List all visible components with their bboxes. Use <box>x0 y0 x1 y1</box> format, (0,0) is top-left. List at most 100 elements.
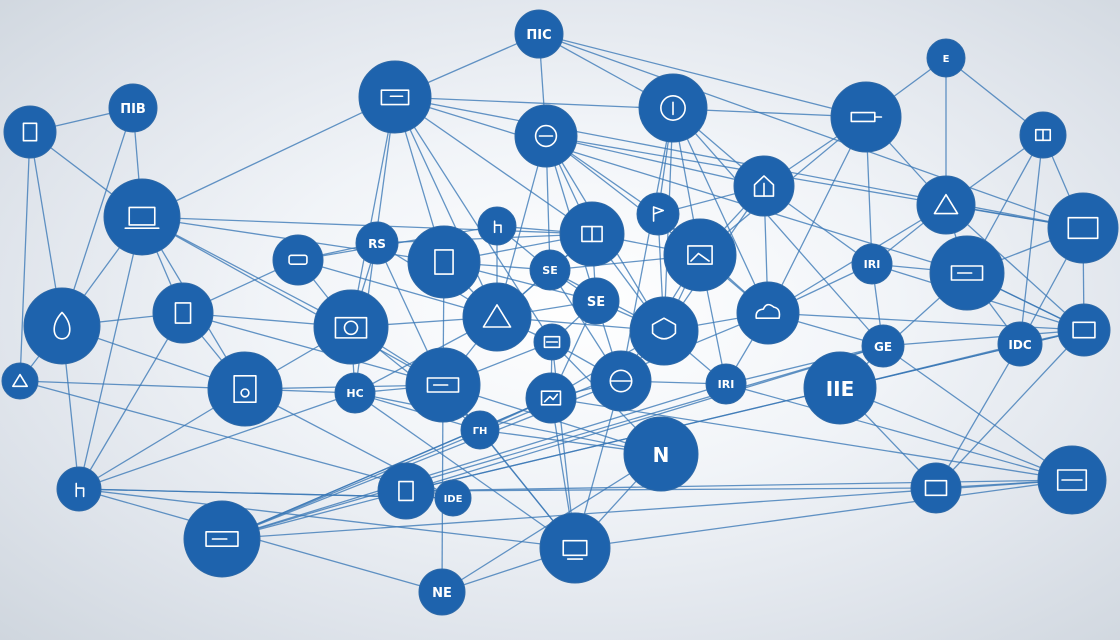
network-node-n14 <box>272 234 324 286</box>
edge-n40-n50 <box>405 345 884 492</box>
edge-n33-n34 <box>19 380 246 390</box>
node-circle <box>830 81 902 153</box>
node-label: IDC <box>1008 338 1031 352</box>
node-label: ΓΗ <box>473 426 488 437</box>
edge-n40-n49 <box>882 345 1073 481</box>
monitor-icon <box>1072 321 1096 339</box>
node-circle <box>377 462 435 520</box>
edge-n02-n10 <box>141 96 396 218</box>
document-grid-icon <box>1034 128 1052 142</box>
robot-face-icon <box>380 89 410 106</box>
network-node-n42 <box>56 466 102 512</box>
edge-n07-n32 <box>1019 134 1044 345</box>
node-label: IDE <box>444 494 463 505</box>
edge-n51-n49 <box>574 479 1073 549</box>
edge-n01-n06 <box>538 33 867 118</box>
shield-icon <box>651 317 677 340</box>
edge-n35-n42 <box>78 392 356 490</box>
network-node-n03 <box>514 104 578 168</box>
network-node-n06 <box>830 81 902 153</box>
network-node-n11 <box>733 155 795 217</box>
node-circle <box>56 466 102 512</box>
node-circle <box>462 282 532 352</box>
network-node-n25 <box>152 282 214 344</box>
network-node-n51 <box>539 512 611 584</box>
node-circle <box>803 351 877 425</box>
pen-icon <box>562 539 588 560</box>
node-circle <box>103 178 181 256</box>
network-node-n49 <box>1037 445 1107 515</box>
network-node-n37 <box>533 323 571 361</box>
node-circle <box>3 105 57 159</box>
cloud-icon <box>755 303 781 320</box>
network-node-n19 <box>636 192 680 236</box>
node-label: SE <box>542 264 557 277</box>
screen-icon <box>543 335 561 349</box>
network-node-n46: N <box>623 416 699 492</box>
network-node-n20 <box>663 218 737 292</box>
network-node-n26 <box>313 289 389 365</box>
node-label: SE <box>587 295 605 310</box>
network-node-n22 <box>929 235 1005 311</box>
house-icon <box>753 175 775 197</box>
node-label: IRI <box>864 258 881 271</box>
node-circle <box>334 372 376 414</box>
node-circle <box>636 192 680 236</box>
edge-n09-n33 <box>19 131 31 382</box>
network-node-n36 <box>405 347 481 423</box>
network-node-n38 <box>590 350 652 412</box>
network-node-n16 <box>407 225 481 299</box>
frame-icon <box>924 479 948 497</box>
network-node-n10 <box>103 178 181 256</box>
network-node-n47 <box>910 462 962 514</box>
network-node-n33 <box>1 362 39 400</box>
node-label: NE <box>432 586 452 601</box>
tablet-icon <box>174 302 192 324</box>
camera-icon <box>334 316 368 339</box>
ring-icon <box>534 124 558 148</box>
network-node-n09 <box>3 105 57 159</box>
flag-icon <box>652 206 665 222</box>
edge-n10-n36 <box>141 216 444 386</box>
network-node-n32: IDC <box>997 321 1043 367</box>
node-circle <box>861 324 905 368</box>
node-circle <box>572 277 620 325</box>
chat-bubble-icon <box>288 254 308 266</box>
network-node-n24 <box>23 287 101 365</box>
node-label: RS <box>368 237 386 251</box>
node-circle <box>23 287 101 365</box>
network-node-n13 <box>1047 192 1119 264</box>
edge-n49-n50 <box>405 479 1073 492</box>
node-circle <box>313 289 389 365</box>
node-circle <box>434 479 472 517</box>
node-circle <box>997 321 1043 367</box>
node-circle <box>623 416 699 492</box>
edge-n41-n49 <box>839 387 1073 481</box>
edge-n04-n30 <box>672 107 769 314</box>
network-node-n05: E <box>926 38 966 78</box>
node-circle <box>152 282 214 344</box>
network-node-n40: GE <box>861 324 905 368</box>
network-node-n21: IRI <box>851 243 893 285</box>
node-circle <box>272 234 324 286</box>
network-node-n50 <box>377 462 435 520</box>
edge-n44-n49 <box>550 397 1073 481</box>
app-window-icon <box>1056 469 1088 491</box>
edge-n39-n48 <box>221 383 727 540</box>
network-node-n35: HC <box>334 372 376 414</box>
network-node-n27 <box>462 282 532 352</box>
drop-icon <box>53 311 71 340</box>
edge-n39-n40 <box>725 345 884 385</box>
device-icon <box>434 249 454 275</box>
node-circle <box>736 281 800 345</box>
edge-n02-n18 <box>394 96 593 235</box>
node-label: GE <box>874 340 892 354</box>
image-icon <box>687 245 713 265</box>
network-node-n34 <box>207 351 283 427</box>
node-circle <box>407 225 481 299</box>
network-node-n01: ΠIC <box>514 9 564 59</box>
network-node-n15: RS <box>355 221 399 265</box>
edge-n40-n48 <box>221 345 884 540</box>
node-circle <box>108 83 158 133</box>
